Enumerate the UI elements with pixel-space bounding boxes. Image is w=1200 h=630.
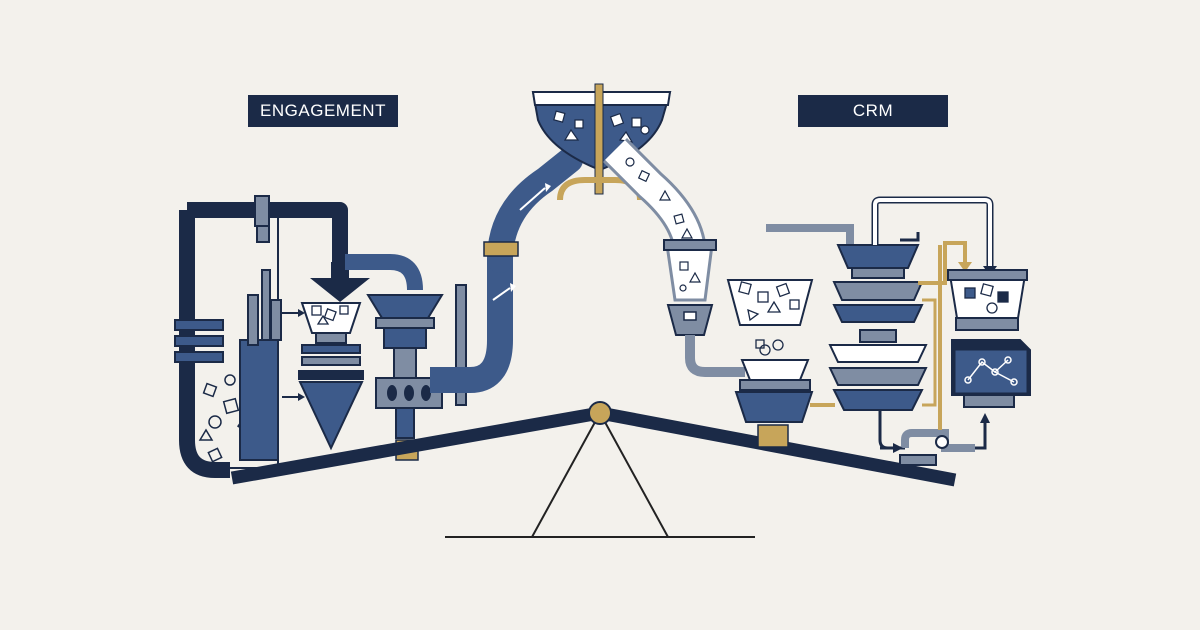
fulcrum-stand (445, 410, 755, 538)
engagement-machine (174, 147, 583, 478)
engagement-label: ENGAGEMENT (248, 95, 398, 127)
crm-label: CRM (798, 95, 948, 127)
balance-beam (230, 401, 957, 487)
crm-machine (663, 196, 1031, 466)
